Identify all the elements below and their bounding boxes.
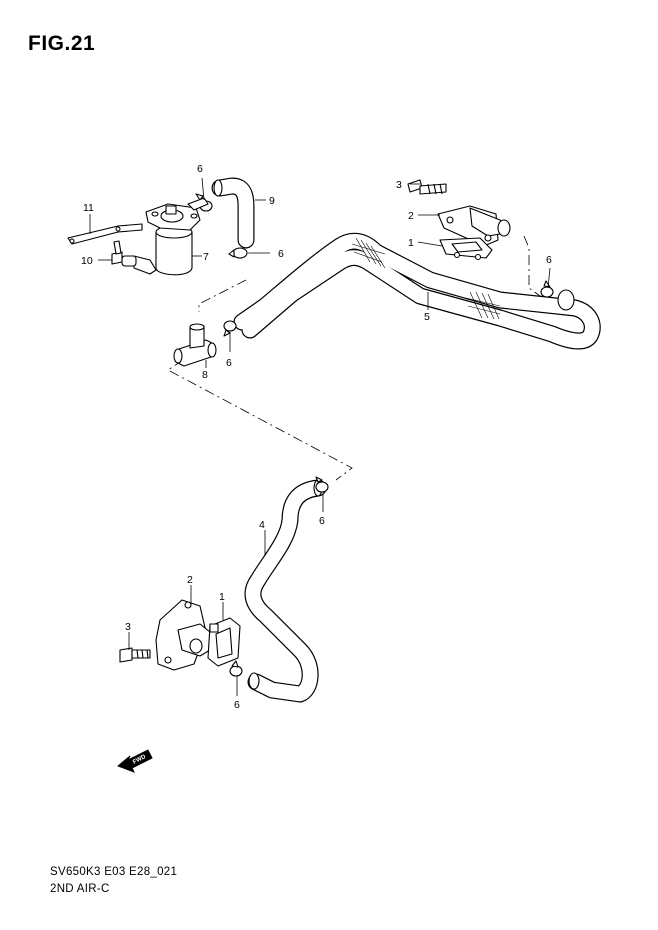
bracket-11	[67, 223, 143, 245]
callout-10: 10	[81, 255, 93, 267]
callout-6-low: 6	[319, 515, 325, 527]
clamp-low	[315, 476, 329, 493]
callout-2-top: 2	[408, 210, 414, 222]
fwd-arrow-icon: FWD	[117, 749, 153, 773]
reed-valve-cover-bottom	[155, 599, 211, 671]
callout-8: 8	[202, 369, 208, 381]
hose-5-end	[557, 289, 575, 311]
callout-11: 11	[83, 202, 94, 214]
connection-line-valve-to-tee	[198, 279, 247, 312]
callout-1-bottom: 1	[219, 591, 225, 603]
hose-9	[211, 177, 255, 249]
callout-1-top: 1	[408, 237, 414, 249]
bolt-top	[407, 179, 447, 195]
hose-4-bottom-end	[248, 672, 260, 690]
clamp-mid	[228, 247, 248, 259]
callout-3-bottom: 3	[125, 621, 131, 633]
callout-5: 5	[424, 311, 430, 323]
callout-3-top: 3	[396, 179, 402, 191]
callout-4: 4	[259, 519, 265, 531]
callout-6-right: 6	[546, 254, 552, 266]
clamp-top	[195, 193, 213, 212]
reed-valve-cover-top	[437, 205, 511, 247]
callout-6-bottom: 6	[234, 699, 240, 711]
hose-9-end	[213, 179, 223, 197]
callout-9: 9	[269, 195, 275, 207]
callout-7: 7	[203, 251, 209, 263]
screw-10	[111, 240, 123, 265]
bolt-bottom	[119, 647, 151, 663]
air-cut-valve-7	[121, 197, 209, 276]
model-code: SV650K3 E03 E28_021	[50, 866, 178, 878]
tee-pipe-8	[173, 323, 217, 367]
clamp-left	[223, 320, 237, 337]
callout-2-bottom: 2	[187, 574, 193, 586]
hose-5-hatch-upper	[351, 237, 386, 269]
callout-6-top: 6	[197, 163, 203, 175]
hose-5-hatch-lower	[465, 291, 501, 320]
reed-valve-gasket-top	[439, 237, 493, 261]
connection-line-tee-to-lower	[167, 359, 353, 481]
section-name: 2ND AIR-C	[50, 883, 110, 895]
connection-line-top-hose	[523, 235, 541, 297]
clamp-bottom	[229, 660, 243, 677]
figure-title: FIG.21	[28, 32, 96, 55]
reed-valve-gasket-bottom	[207, 617, 241, 667]
clamp-right	[540, 280, 554, 298]
callout-6-mid: 6	[278, 248, 284, 260]
hose-4	[244, 479, 327, 703]
hose-5	[233, 232, 601, 350]
callout-6-left: 6	[226, 357, 232, 369]
leader-lines	[89, 177, 551, 696]
